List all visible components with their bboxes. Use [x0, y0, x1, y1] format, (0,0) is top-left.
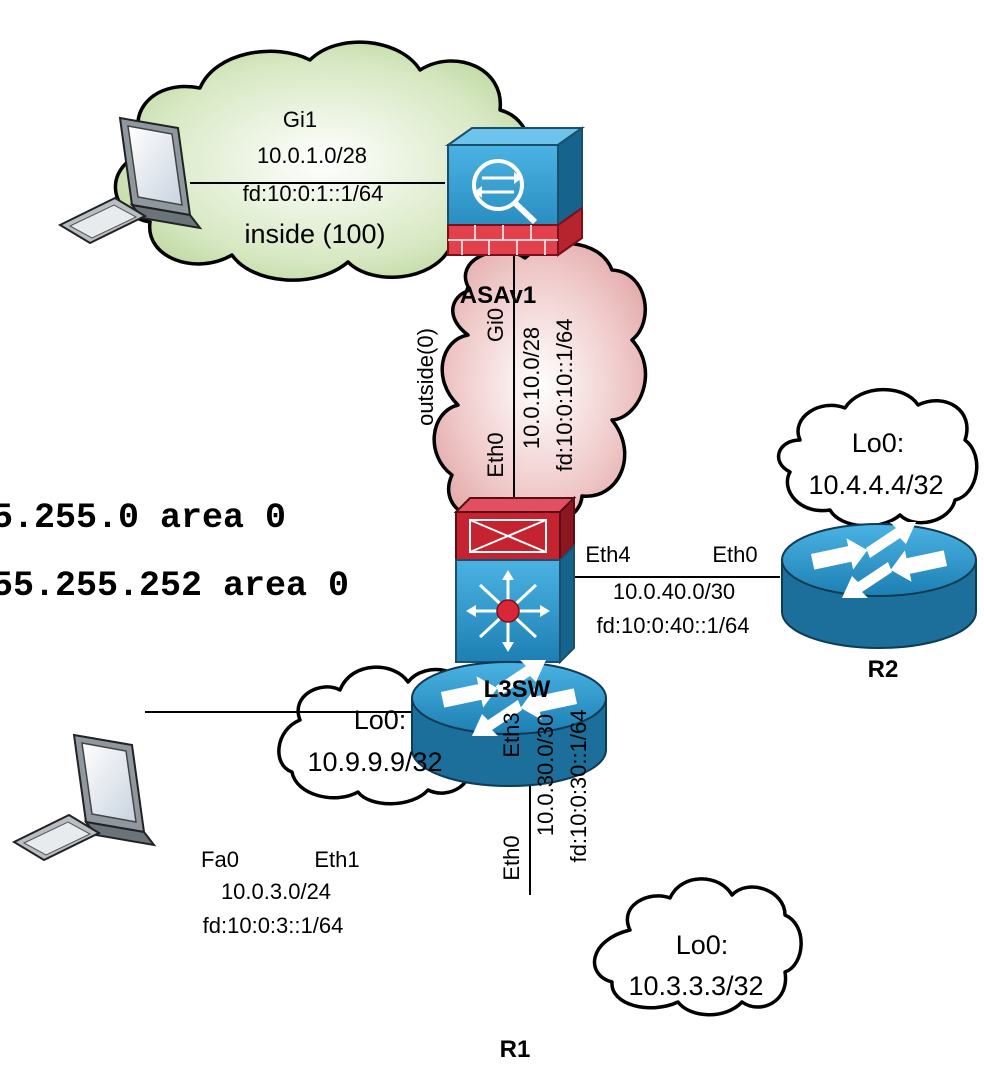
asa-sw-ipv6-label: fd:10:0:10::1/64	[552, 319, 577, 472]
pc1-asa-ipv4-label: 10.0.1.0/28	[257, 143, 367, 168]
r1-device-name: R1	[500, 1036, 531, 1063]
r2-device-name: R2	[868, 656, 899, 683]
r2-router-icon	[781, 522, 977, 649]
asa-device-name: ASAv1	[460, 282, 536, 309]
r2-eth0-iface-label: Eth0	[712, 542, 757, 567]
asa-firewall-icon	[444, 126, 586, 257]
r1-router-icon	[411, 660, 607, 787]
sw-r1-ipv6-label: fd:10:0:30::1/64	[566, 710, 591, 863]
outside-zone-cloud	[432, 241, 648, 528]
l3sw-device-name: L3SW	[484, 676, 551, 703]
sw-r2-ipv4-label: 10.0.40.0/30	[613, 579, 735, 604]
r1-eth0-iface-label: Eth0	[499, 835, 524, 880]
sw-eth0-iface-label: Eth0	[483, 432, 508, 477]
pc-1-icon	[57, 116, 203, 245]
asa-sw-ipv4-label: 10.0.10.0/28	[519, 327, 544, 449]
ospf-config-line-2: 55.255.252 area 0	[0, 566, 349, 606]
r1-loopback-name: Lo0:	[676, 930, 729, 960]
inside-zone-label: inside (100)	[244, 219, 385, 249]
l3-switch-icon	[453, 495, 577, 665]
l3sw-loopback-addr: 10.9.9.9/32	[307, 747, 442, 777]
sw-eth3-iface-label: Eth3	[499, 712, 524, 757]
asa-gi0-iface-label: Gi0	[483, 308, 508, 342]
pc2-r1-ipv4-label: 10.0.3.0/24	[221, 879, 331, 904]
r2-loopback-addr: 10.4.4.4/32	[808, 470, 943, 500]
pc2-fa0-iface-label: Fa0	[201, 847, 239, 872]
r1-eth1-iface-label: Eth1	[314, 847, 359, 872]
asa-sw-zone-label: outside(0)	[413, 328, 438, 426]
l3sw-loopback-name: Lo0:	[354, 705, 407, 735]
pc1-asa-iface-label: Gi1	[283, 107, 317, 132]
r2-loopback-cloud	[776, 387, 979, 528]
pc1-asa-ipv6-label: fd:10:0:1::1/64	[243, 181, 384, 206]
pc2-r1-ipv6-label: fd:10:0:3::1/64	[203, 913, 344, 938]
sw-r2-ipv6-label: fd:10:0:40::1/64	[597, 613, 750, 638]
sw-eth4-iface-label: Eth4	[585, 542, 630, 567]
r1-loopback-addr: 10.3.3.3/32	[628, 971, 763, 1001]
sw-r1-ipv4-label: 10.0.30.0/30	[533, 714, 558, 836]
r2-loopback-name: Lo0:	[852, 428, 905, 458]
pc-2-icon	[11, 733, 157, 862]
r1-loopback-cloud	[592, 877, 803, 1017]
ospf-config-line-1: 5.255.0 area 0	[0, 498, 286, 538]
